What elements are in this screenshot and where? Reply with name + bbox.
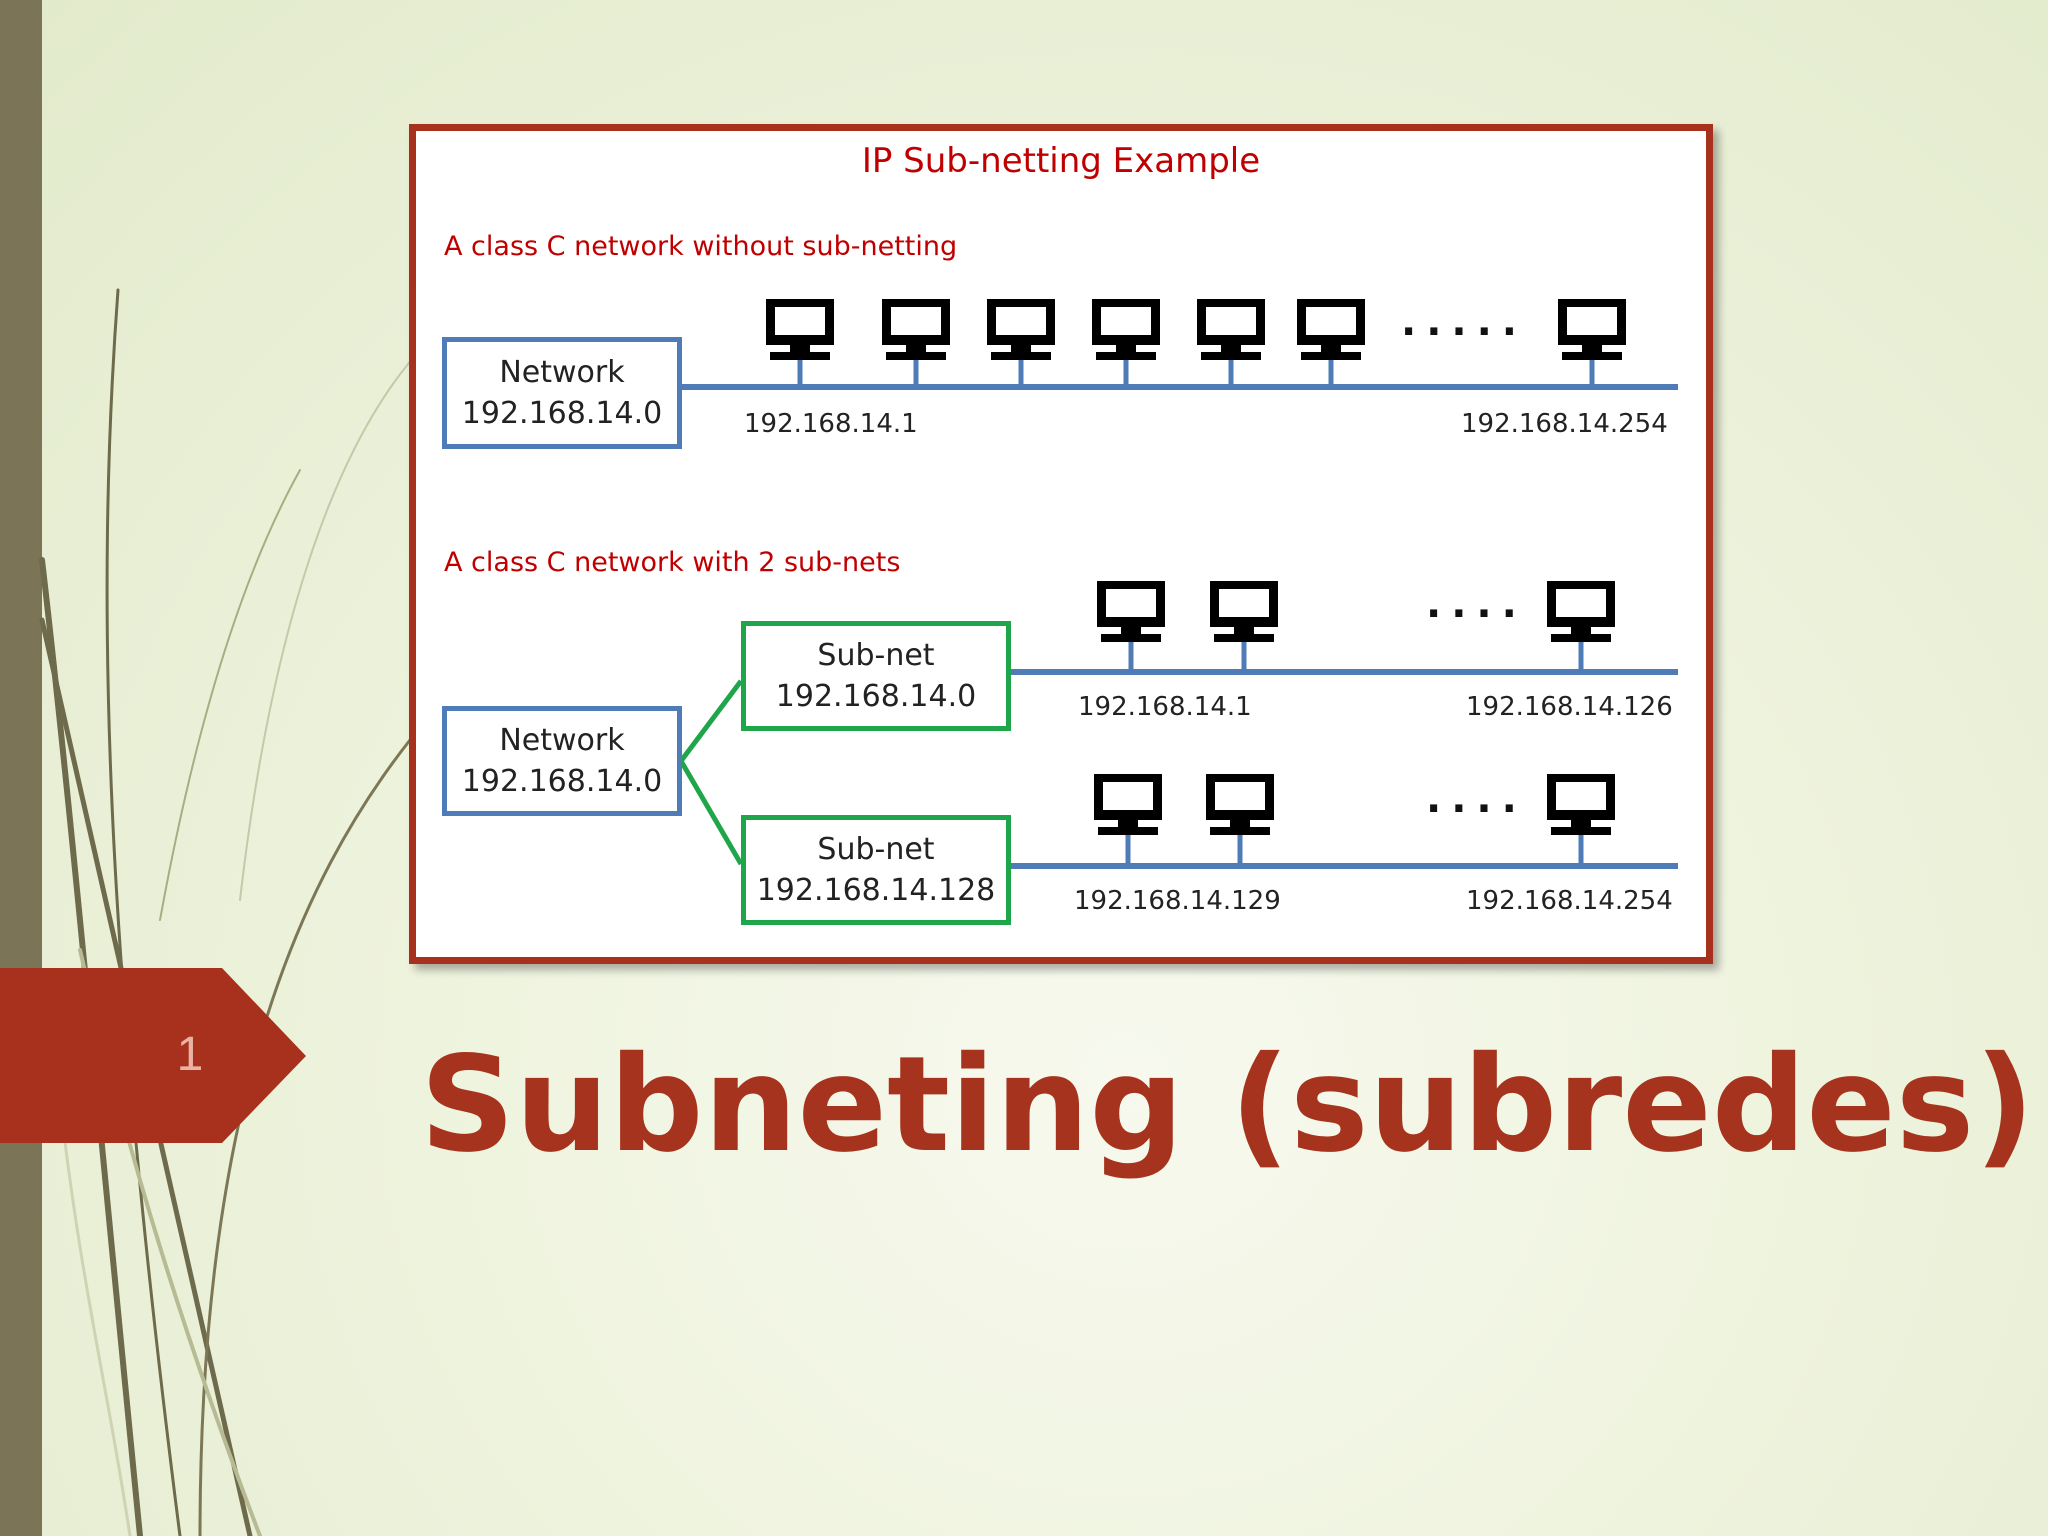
desktop-computer-icon	[1094, 774, 1162, 866]
ip-last-subnet-b: 192.168.14.254	[1466, 886, 1673, 916]
subnet-box-label: Sub-net	[817, 829, 934, 870]
section-label-no-subnetting: A class C network without sub-netting	[444, 231, 957, 262]
subnet-box-address: 192.168.14.128	[757, 870, 996, 911]
desktop-computer-icon	[1210, 581, 1278, 672]
network-box-bottom: Network 192.168.14.0	[442, 706, 682, 816]
ip-first-subnet-b: 192.168.14.129	[1074, 886, 1281, 916]
desktop-computer-icon	[1092, 299, 1160, 387]
desktop-computer-icon	[1547, 581, 1615, 672]
page-number: 1	[150, 1020, 230, 1090]
desktop-computer-icon	[1547, 774, 1615, 866]
network-box-address: 192.168.14.0	[462, 393, 662, 434]
ip-first-top: 192.168.14.1	[744, 409, 918, 439]
desktop-computer-icon	[1297, 299, 1365, 387]
network-box-address: 192.168.14.0	[462, 761, 662, 802]
decorative-grass	[0, 0, 460, 1536]
desktop-computer-icon	[1197, 299, 1265, 387]
ip-last-top: 192.168.14.254	[1461, 409, 1668, 439]
network-box-label: Network	[499, 720, 624, 761]
subnet-box-label: Sub-net	[817, 635, 934, 676]
section-label-two-subnets: A class C network with 2 sub-nets	[444, 547, 900, 578]
desktop-computer-icon	[1097, 581, 1165, 672]
figure-title: IP Sub-netting Example	[416, 141, 1706, 181]
desktop-computer-icon	[987, 299, 1055, 387]
subnet-box-a: Sub-net 192.168.14.0	[741, 621, 1011, 731]
ellipsis-subnet-a: ....	[1426, 581, 1527, 627]
ip-last-subnet-a: 192.168.14.126	[1466, 692, 1673, 722]
subnetting-figure: IP Sub-netting Example A class C network…	[409, 124, 1713, 964]
subnet-box-address: 192.168.14.0	[776, 676, 976, 717]
subnet-box-b: Sub-net 192.168.14.128	[741, 815, 1011, 925]
ellipsis-subnet-b: ....	[1426, 776, 1527, 822]
network-box-top: Network 192.168.14.0	[442, 337, 682, 449]
slide-title: Subneting (subredes)	[420, 1015, 1740, 1195]
desktop-computer-icon	[1206, 774, 1274, 866]
ellipsis-top: .....	[1401, 299, 1527, 345]
desktop-computer-icon	[1558, 299, 1626, 387]
ip-first-subnet-a: 192.168.14.1	[1078, 692, 1252, 722]
desktop-computer-icon	[882, 299, 950, 387]
desktop-computer-icon	[766, 299, 834, 387]
network-box-label: Network	[499, 352, 624, 393]
